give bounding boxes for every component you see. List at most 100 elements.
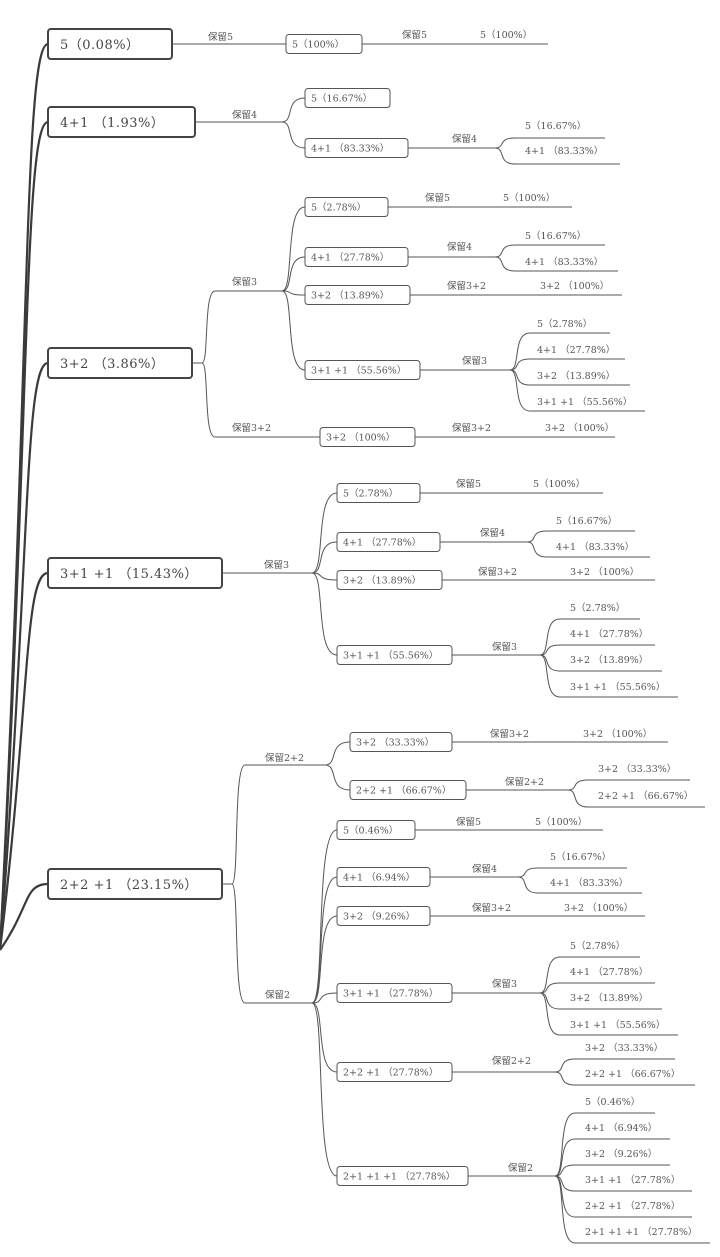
connector-line	[0, 882, 49, 951]
outcome-label: 3+2 （100%）	[570, 566, 639, 578]
outcome-label: 5（100%）	[533, 478, 585, 490]
connector-line	[0, 571, 49, 951]
node-box[interactable]: 3+2 （13.89%）	[336, 570, 443, 590]
connector-line	[539, 644, 655, 656]
connector-line	[311, 915, 338, 1004]
node-label: 5（2.78%）	[343, 488, 398, 500]
outcome-label: 5（16.67%）	[550, 851, 611, 863]
node-box[interactable]: 5（2.78%）	[304, 197, 389, 217]
node-box[interactable]: 5（2.78%）	[336, 483, 421, 503]
root-node-label: 2+2 +1 （23.15%）	[60, 878, 198, 893]
node-box-border	[304, 88, 391, 108]
connector-line	[311, 572, 338, 581]
node-box[interactable]: 3+1 +1 （55.56%）	[336, 645, 453, 665]
action-label: 保留5	[456, 816, 481, 828]
action-label: 保留4	[480, 527, 505, 539]
node-box[interactable]: 3+2 （13.89%）	[304, 285, 411, 305]
node-box[interactable]: 5（16.67%）	[304, 88, 391, 108]
node-box[interactable]: 5（0.46%）	[336, 820, 416, 840]
action-label: 保留3	[492, 641, 517, 653]
node-box[interactable]: 5（100%）	[285, 34, 363, 54]
action-label: 保留5	[456, 478, 481, 490]
node-box[interactable]: 4+1 （6.94%）	[336, 867, 431, 887]
connector-line	[539, 654, 678, 698]
node-box[interactable]: 2+1 +1 +1 （27.78%）	[336, 1166, 469, 1186]
outcome-label: 5（16.67%）	[525, 120, 586, 132]
connector-line	[539, 618, 640, 656]
action-label: 保留4	[232, 109, 257, 121]
connector-line	[554, 1058, 675, 1073]
node-box[interactable]: 4+1 （83.33%）	[304, 138, 409, 158]
outcome-label: 3+2 （100%）	[540, 280, 609, 292]
node-label: 3+1 +1 （55.56%）	[311, 365, 406, 377]
outcome-label: 3+1 +1 （55.56%）	[570, 681, 665, 693]
node-box[interactable]: 2+2 +1 （27.78%）	[336, 1062, 453, 1082]
node-label: 2+2 +1 （27.78%）	[343, 1067, 438, 1079]
action-label: 保留5	[402, 29, 427, 41]
connector-line	[554, 1164, 670, 1177]
outcome-label: 3+2 （100%）	[583, 728, 652, 740]
node-label: 2+1 +1 +1 （27.78%）	[343, 1171, 455, 1183]
connector-line	[517, 867, 627, 878]
root-node-r4[interactable]: 3+1 +1 （15.43%）	[47, 557, 223, 589]
connector-line	[494, 256, 618, 272]
action-label: 保留3+2	[478, 566, 517, 578]
connector-line	[201, 290, 282, 364]
action-label: 保留3+2	[232, 422, 271, 434]
node-box[interactable]: 3+1 +1 （27.78%）	[336, 983, 453, 1003]
connector-line	[494, 244, 605, 258]
node-box[interactable]: 3+1 +1 （55.56%）	[304, 360, 421, 380]
outcome-label: 4+1 （27.78%）	[570, 628, 648, 640]
action-label: 保留3+2	[490, 728, 529, 740]
action-label: 保留4	[447, 241, 472, 253]
node-label: 3+2 （100%）	[326, 432, 395, 444]
outcome-label: 2+2 +1 （66.67%）	[598, 790, 693, 802]
outcome-label: 4+1 （27.78%）	[537, 344, 615, 356]
node-label: 3+2 （9.26%）	[343, 911, 415, 923]
node-label: 3+1 +1 （55.56%）	[343, 650, 438, 662]
outcome-label: 4+1 （27.78%）	[570, 966, 648, 978]
outcome-label: 5（0.46%）	[585, 1096, 640, 1108]
action-label: 保留4	[472, 863, 497, 875]
node-box[interactable]: 3+2 （100%）	[319, 427, 416, 447]
connector-line	[509, 332, 610, 371]
root-node-r5[interactable]: 2+2 +1 （23.15%）	[47, 868, 223, 900]
node-box[interactable]: 2+2 +1 （66.67%）	[349, 780, 467, 800]
connector-line	[517, 876, 642, 894]
connector-line	[311, 1002, 338, 1177]
root-node-r3[interactable]: 3+2 （3.86%）	[47, 347, 193, 379]
action-label: 保留3	[232, 276, 257, 288]
node-box[interactable]: 4+1 （27.78%）	[336, 532, 441, 552]
connector-line	[554, 1071, 695, 1086]
outcome-label: 3+2 （100%）	[545, 422, 614, 434]
connector-line	[281, 97, 306, 123]
node-label: 5（16.67%）	[311, 93, 372, 105]
node-box[interactable]: 3+2 （9.26%）	[336, 906, 431, 926]
connector-line	[0, 361, 49, 951]
action-label: 保留2+2	[492, 1055, 531, 1067]
outcome-label: 4+1 （83.33%）	[525, 256, 603, 268]
root-node-r1[interactable]: 5（0.08%）	[47, 28, 173, 60]
node-label: 3+1 +1 （27.78%）	[343, 988, 438, 1000]
node-box[interactable]: 3+2 （33.33%）	[349, 732, 453, 752]
outcome-label: 5（2.78%）	[537, 318, 592, 330]
connector-line	[311, 992, 338, 1004]
outcome-label: 4+1 （83.33%）	[550, 877, 628, 889]
connector-line	[311, 829, 338, 1004]
root-node-r2[interactable]: 4+1 （1.93%）	[47, 106, 196, 138]
outcome-label: 3+2 （33.33%）	[598, 763, 676, 775]
node-label: 3+2 （13.89%）	[343, 575, 421, 587]
root-node-label: 3+1 +1 （15.43%）	[60, 567, 198, 582]
node-label: 3+2 （13.89%）	[311, 290, 389, 302]
outcome-label: 3+1 +1 （55.56%）	[537, 396, 632, 408]
connector-line	[526, 541, 650, 558]
outcome-label: 5（100%）	[480, 29, 532, 41]
connector-line	[311, 1002, 338, 1073]
connector-line	[567, 779, 690, 791]
outcome-label: 5（100%）	[535, 816, 587, 828]
node-label: 4+1 （83.33%）	[311, 143, 389, 155]
connector-line	[311, 541, 338, 574]
node-box[interactable]: 4+1 （27.78%）	[304, 247, 409, 267]
action-label: 保留3	[264, 559, 289, 571]
connector-line	[509, 369, 645, 412]
